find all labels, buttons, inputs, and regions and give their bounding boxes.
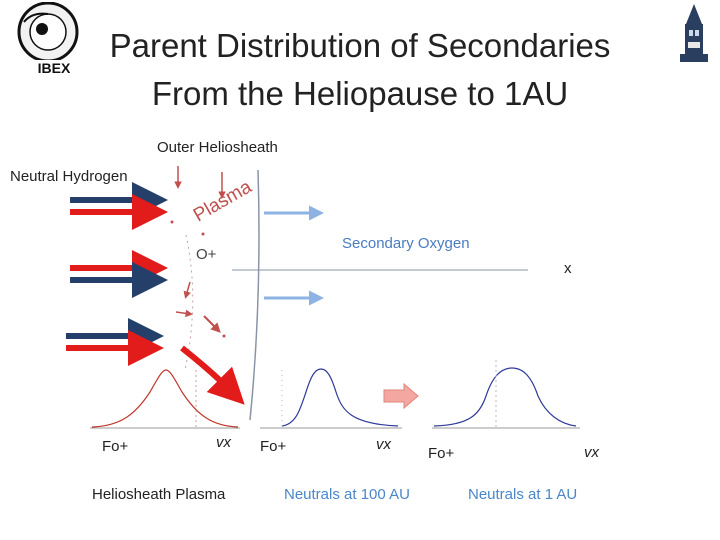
panel3-caption: Neutrals at 1 AU — [468, 486, 578, 503]
plasma-label: Plasma — [190, 176, 256, 226]
heliopause-curve — [249, 169, 260, 421]
neutral-hydrogen-label: Neutral Hydrogen — [10, 168, 128, 185]
title-line-1: Parent Distribution of Secondaries — [109, 27, 611, 64]
outer-heliosheath-label: Outer Heliosheath — [157, 139, 278, 156]
panel3-f-label: Fo+ — [428, 445, 455, 462]
o-plus-label: O+ — [196, 246, 217, 263]
transition-arrow — [383, 382, 419, 410]
panel3-v-label: vx — [584, 444, 599, 461]
x-axis-label: x — [564, 260, 572, 277]
panel1-v-label: vx — [216, 434, 231, 451]
hydrogen-arrow-red-bottom — [180, 345, 245, 405]
ibex-logo: IBEX — [2, 1, 94, 76]
panel2-curve — [281, 368, 399, 427]
panel3-curve — [433, 367, 577, 427]
panel1-f-label: Fo+ — [102, 438, 129, 455]
tower-logo — [676, 2, 712, 64]
panel1-caption: Heliosheath Plasma — [92, 486, 226, 503]
secondary-oxygen-label: Secondary Oxygen — [342, 235, 470, 252]
plasma-arrow-3 — [183, 281, 191, 299]
panel2-caption: Neutrals at 100 AU — [284, 486, 410, 503]
panel2-f-label: Fo+ — [260, 438, 287, 455]
logo-text: IBEX — [38, 60, 71, 76]
panel2-v-label: vx — [376, 436, 391, 453]
plasma-arrow-5 — [203, 315, 221, 333]
plasma-arrow-4 — [175, 309, 193, 318]
title-line-2: From the Heliopause to 1AU — [151, 75, 569, 112]
panel1-curve — [91, 369, 239, 428]
